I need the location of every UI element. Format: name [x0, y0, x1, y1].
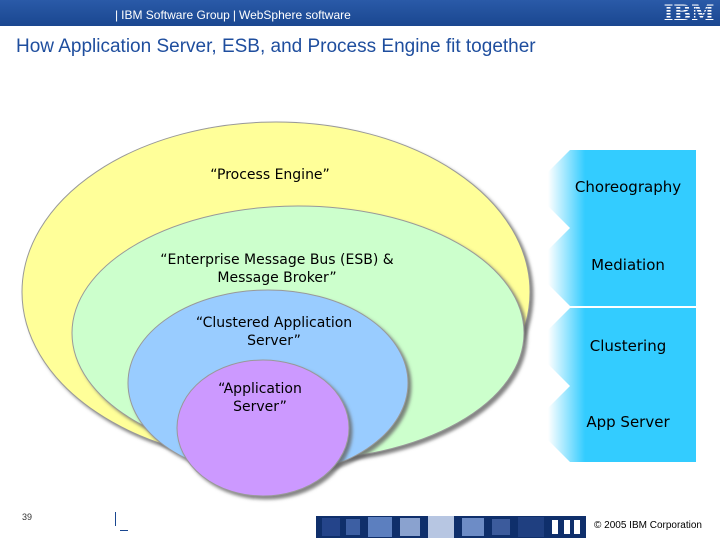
header-bar [0, 0, 720, 26]
copyright-notice: © 2005 IBM Corporation [594, 520, 702, 531]
page-number: 39 [22, 512, 33, 522]
layer-label-esb: “Enterprise Message Bus (ESB) & Message … [160, 252, 394, 286]
chevron-clustering [548, 308, 696, 386]
chevron-mediation [548, 228, 696, 306]
app-server-ellipse [176, 359, 350, 497]
header-product: WebSphere software [238, 8, 351, 22]
capability-choreography: Choreography [574, 178, 682, 196]
capability-mediation: Mediation [591, 256, 665, 274]
footer-divider [115, 512, 116, 526]
page-title: How Application Server, ESB, and Process… [16, 36, 536, 57]
capability-clustering: Clustering [589, 337, 667, 355]
layer-label-app-server: “Application Server” [218, 381, 302, 415]
header-breadcrumb: |IBM Software Group|WebSphere software [115, 8, 351, 22]
header-group: IBM Software Group [121, 8, 230, 22]
layer-label-clustered-server: “Clustered Application Server” [195, 315, 353, 349]
ibm-logo-icon: IBM [664, 1, 714, 23]
ibm-logo-text: IBM [664, 1, 714, 23]
chevron-app-server [548, 386, 696, 462]
footer-image-strip [316, 516, 586, 538]
capability-app-server: App Server [586, 413, 670, 431]
footer-divider-dash [120, 530, 128, 531]
chevron-choreography [548, 150, 696, 228]
layer-label-process-engine: “Process Engine” [210, 167, 330, 183]
